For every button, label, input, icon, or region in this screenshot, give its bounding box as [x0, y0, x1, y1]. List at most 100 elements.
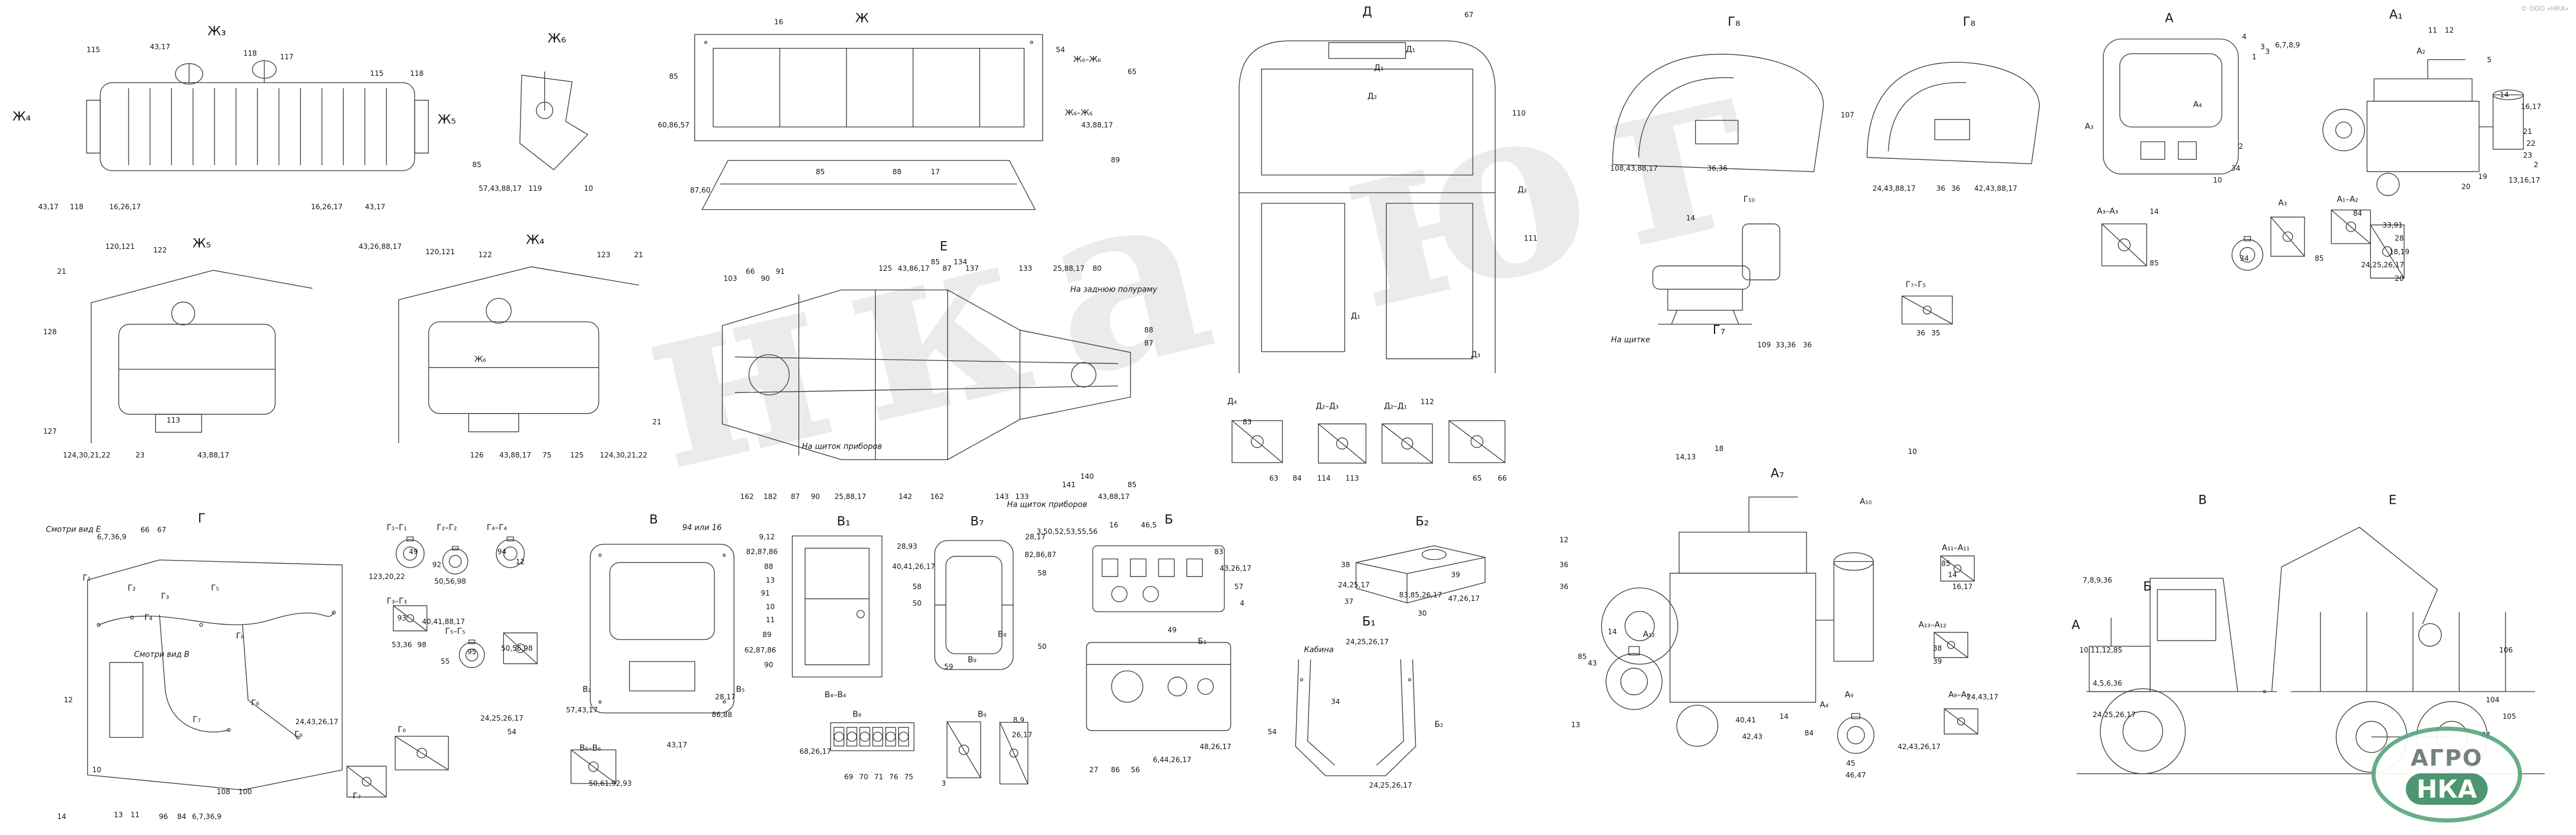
sketch-d4-relay: [1227, 417, 1287, 466]
section-ref: Д₂: [1517, 184, 1527, 194]
part-callout: 13: [765, 575, 775, 584]
part-callout: 84: [2352, 209, 2363, 217]
part-callout: 100: [238, 787, 252, 796]
part-callout: 162: [930, 492, 944, 501]
view-title: В: [649, 512, 658, 527]
section-ref: В₄–В₄: [824, 689, 847, 699]
part-callout: 18,19: [2389, 247, 2410, 256]
part-callout: 133: [1015, 492, 1029, 501]
part-callout: 43,88,17: [1081, 120, 1113, 129]
section-ref: А₁₁–А₁₁: [1942, 543, 1970, 553]
part-callout: 3: [941, 779, 946, 788]
part-callout: 66: [141, 526, 150, 535]
part-callout: 98: [417, 641, 427, 650]
part-callout: 14: [1779, 712, 1789, 721]
sketch-a-cab-rear: [2096, 33, 2246, 180]
part-callout: 28,17: [1025, 532, 1046, 541]
part-callout: 114: [1317, 474, 1331, 483]
part-callout: 58: [1038, 569, 1047, 578]
sketch-zh-radiator-frame: [684, 27, 1054, 223]
part-callout: 21: [634, 251, 643, 260]
part-callout: 113: [167, 415, 180, 424]
part-callout: 43,86,17: [898, 264, 930, 273]
part-callout: 62,87,86: [744, 645, 777, 654]
part-callout: 49: [408, 547, 419, 556]
part-callout: 16,17: [1952, 582, 1973, 591]
part-callout: 54: [1268, 727, 1277, 736]
part-callout: 105: [2502, 712, 2516, 721]
part-callout: 46,5: [1141, 520, 1157, 529]
part-callout: 3: [2260, 42, 2265, 51]
part-callout: 89: [762, 631, 772, 639]
sketch-zh4-tank: [394, 263, 644, 446]
part-callout: 5: [2486, 56, 2492, 65]
part-callout: 37: [1344, 597, 1354, 606]
section-ref: А₉: [1844, 689, 1854, 699]
part-callout: 43,88,17: [1097, 492, 1130, 501]
part-callout: 42,43,88,17: [1974, 184, 2018, 193]
part-callout: 24,43,17: [1967, 692, 1999, 701]
sketch-g1-plafond: [390, 536, 430, 570]
view-title: В₁: [837, 514, 851, 529]
part-callout: 16,17: [2520, 102, 2542, 111]
sketch-v7-window: [927, 533, 1020, 677]
part-callout: 65: [1127, 67, 1137, 76]
part-callout: 92: [432, 561, 442, 570]
note: На щитке: [1611, 335, 1651, 345]
part-callout: 14: [2149, 207, 2159, 216]
section-ref: А₈–А₈: [1948, 689, 1970, 699]
part-callout: 24,25,26,17: [1369, 780, 1412, 789]
part-callout: 2: [2533, 161, 2539, 169]
part-callout: 4: [2242, 32, 2247, 41]
part-callout: 90: [764, 661, 774, 670]
part-callout: 85: [1578, 652, 1587, 661]
view-title: В: [2198, 492, 2207, 507]
sketch-d2-d3-relay: [1314, 420, 1371, 467]
sketch-a13-part: [1931, 630, 1971, 660]
part-callout: 14: [57, 812, 66, 821]
section-ref: Д₃: [1470, 350, 1480, 360]
view-title: Ж₅: [192, 236, 211, 251]
part-callout: 24,25,26,17: [480, 714, 524, 723]
part-callout: 120,121: [425, 247, 455, 256]
sketch-a-bracket: [2268, 213, 2307, 260]
part-callout: 8,9: [1013, 715, 1024, 724]
section-ref: Б₂: [1434, 719, 1444, 730]
part-callout: 53,36: [391, 641, 412, 650]
part-callout: 13,16,17: [2508, 175, 2540, 184]
part-callout: 35: [1931, 329, 1940, 338]
part-callout: 60,86,57: [657, 120, 690, 129]
note: Смотри вид Е: [46, 525, 101, 535]
part-callout: 18: [1714, 444, 1724, 453]
sketch-zh3-oil-cooler: [86, 53, 429, 200]
part-callout: 40,41,26,17: [892, 562, 936, 571]
view-title: Ж₆: [547, 31, 566, 46]
corner-mark: © ООО «НКА»: [2520, 5, 2569, 12]
part-callout: 42,43,26,17: [1897, 742, 1941, 751]
part-callout: 40,41,88,17: [422, 617, 465, 626]
part-callout: 43,17: [365, 202, 385, 211]
sketch-g6-lever: [390, 733, 454, 773]
sketch-a1-engine: [2311, 47, 2545, 207]
part-callout: 57,43,88,17: [478, 184, 522, 193]
part-callout: 19: [2478, 172, 2488, 181]
part-callout: 33,91: [2382, 220, 2403, 229]
view-title: Е: [940, 239, 948, 254]
part-callout: 83: [1214, 547, 1224, 556]
part-callout: 30: [1418, 609, 1427, 618]
part-callout: 20: [2395, 274, 2404, 283]
part-callout: 28,93: [896, 542, 918, 551]
part-callout: 43,88,17: [197, 450, 229, 459]
part-callout: 34: [1331, 697, 1340, 706]
part-callout: 14: [1686, 214, 1696, 223]
logo-ring: АГРО НКА: [2371, 727, 2522, 823]
sketch-b1-brackets: [1281, 653, 1431, 786]
part-callout: 111: [1524, 234, 1538, 243]
part-callout: 123,20,22: [368, 572, 405, 581]
part-callout: 43: [1588, 659, 1597, 668]
part-callout: 7,8,9,36: [2083, 575, 2112, 584]
part-callout: 10: [765, 602, 775, 611]
part-callout: 120,121: [105, 242, 135, 251]
sketch-d-cab-frame: [1207, 27, 1527, 380]
section-ref: В₉: [968, 654, 976, 664]
